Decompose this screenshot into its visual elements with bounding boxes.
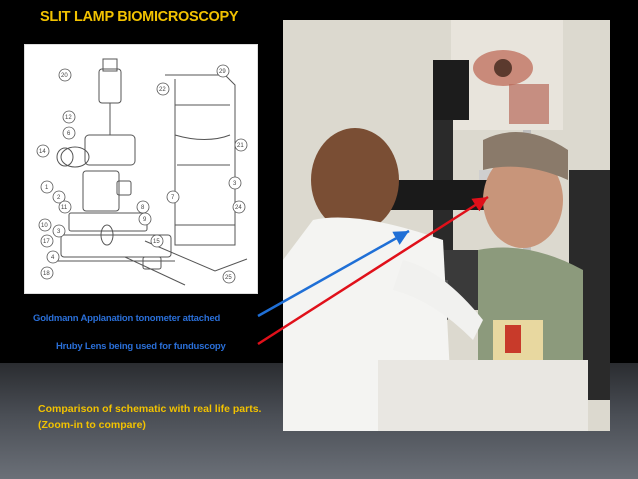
svg-text:21: 21 (237, 143, 244, 149)
slide-title: SLIT LAMP BIOMICROSCOPY (40, 9, 239, 25)
slit-lamp-schematic-diagram: 20 12 6 14 1 2 11 10 17 3 4 18 29 22 21 … (24, 44, 258, 294)
comparison-caption: Comparison of schematic with real life p… (38, 403, 262, 431)
svg-text:15: 15 (153, 239, 160, 245)
svg-text:25: 25 (225, 275, 232, 281)
svg-text:10: 10 (41, 223, 48, 229)
slit-lamp-examination-photo (283, 20, 610, 431)
svg-text:3: 3 (233, 181, 237, 187)
hruby-lens-label: Hruby Lens being used for funduscopy (56, 341, 226, 352)
svg-text:18: 18 (43, 271, 50, 277)
svg-text:2: 2 (57, 195, 61, 201)
svg-text:14: 14 (39, 149, 46, 155)
svg-text:12: 12 (65, 115, 72, 121)
svg-text:1: 1 (45, 185, 49, 191)
svg-text:20: 20 (61, 73, 68, 79)
svg-text:8: 8 (141, 205, 145, 211)
photo-scene (283, 20, 610, 431)
svg-text:6: 6 (67, 131, 71, 137)
svg-text:22: 22 (159, 87, 166, 93)
svg-text:29: 29 (219, 69, 226, 75)
goldmann-tonometer-label: Goldmann Applanation tonometer attached (33, 313, 221, 324)
schematic-drawing: 20 12 6 14 1 2 11 10 17 3 4 18 29 22 21 … (36, 58, 248, 286)
svg-text:7: 7 (171, 195, 175, 201)
svg-text:11: 11 (61, 205, 68, 211)
svg-text:17: 17 (43, 239, 50, 245)
svg-text:24: 24 (235, 205, 242, 211)
svg-text:9: 9 (143, 217, 147, 223)
svg-text:3: 3 (57, 229, 61, 235)
svg-text:4: 4 (51, 255, 55, 261)
